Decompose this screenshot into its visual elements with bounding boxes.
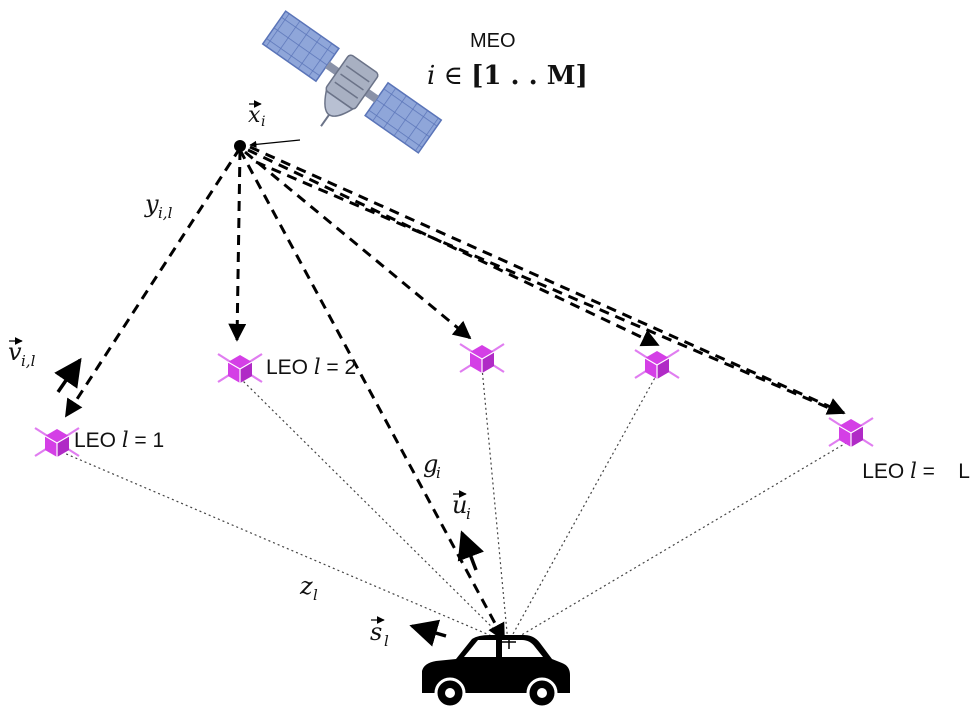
svg-text:g: g bbox=[423, 450, 438, 478]
dotted-link-leo3 bbox=[481, 367, 509, 644]
dashed-link-leo3 bbox=[244, 150, 472, 340]
svg-text:i: i bbox=[261, 114, 265, 130]
dotted-link-leoL bbox=[507, 439, 852, 644]
meo-to-leo-links bbox=[64, 145, 846, 642]
leo-satellite-icon-L bbox=[827, 416, 875, 449]
meo-satellite-icon bbox=[261, 10, 443, 154]
dashed-link-leo1 bbox=[64, 147, 242, 418]
svg-text:x: x bbox=[248, 103, 261, 128]
svg-text:z: z bbox=[299, 572, 313, 600]
dashed-link-car bbox=[238, 149, 506, 642]
leo-label-1: LEO l = 1 bbox=[74, 428, 164, 452]
dashed-link-leo4 bbox=[247, 148, 660, 347]
velocity-arrows bbox=[54, 357, 485, 647]
leo-satellite-icon-3 bbox=[458, 342, 506, 375]
arrow-v-il bbox=[54, 357, 82, 393]
svg-text:i,l: i,l bbox=[21, 352, 36, 370]
dashed-link-leoL-b bbox=[255, 160, 837, 413]
link-label-g: g i bbox=[423, 450, 441, 482]
arrow-s-l bbox=[409, 619, 447, 647]
dotted-link-leo1 bbox=[56, 449, 509, 644]
dashed-link-leoL-a bbox=[249, 145, 846, 415]
svg-text:i,l: i,l bbox=[158, 204, 173, 222]
leo-label-L: LEO l = L bbox=[836, 459, 974, 483]
velocity-label-v: v i,l bbox=[8, 337, 36, 370]
link-label-z: z l bbox=[299, 572, 318, 604]
svg-text:v: v bbox=[8, 338, 22, 366]
leo-satellite-icon-1 bbox=[33, 426, 81, 459]
leo-to-car-links bbox=[56, 367, 852, 644]
velocity-label-u: u i bbox=[452, 490, 471, 523]
meo-index-label: i ∈ [1 . . M] bbox=[427, 61, 588, 91]
dotted-link-leo4 bbox=[507, 373, 658, 644]
link-label-y: y i,l bbox=[144, 190, 173, 222]
meo-position-point bbox=[234, 140, 246, 152]
meo-label: MEO bbox=[470, 30, 516, 52]
leo-label-2: LEO l = 2 bbox=[266, 355, 356, 379]
arrow-u-i bbox=[457, 530, 485, 571]
svg-text:s: s bbox=[370, 618, 382, 646]
car-receiver-point bbox=[502, 635, 516, 649]
svg-text:i: i bbox=[436, 464, 441, 482]
leo-satellite-icon-2 bbox=[216, 352, 264, 385]
dashed-link-leo2 bbox=[228, 149, 247, 342]
svg-text:l: l bbox=[384, 632, 389, 650]
svg-text:y: y bbox=[144, 190, 159, 218]
svg-text:l: l bbox=[313, 586, 318, 604]
svg-text:u: u bbox=[452, 491, 467, 519]
svg-text:i: i bbox=[466, 505, 471, 523]
meo-position-label: x i bbox=[248, 100, 265, 130]
car-icon bbox=[422, 635, 570, 709]
leo-satellite-icon-4 bbox=[633, 348, 681, 381]
velocity-label-s: s l bbox=[370, 616, 389, 650]
meo-pointer-arrow bbox=[249, 139, 301, 148]
